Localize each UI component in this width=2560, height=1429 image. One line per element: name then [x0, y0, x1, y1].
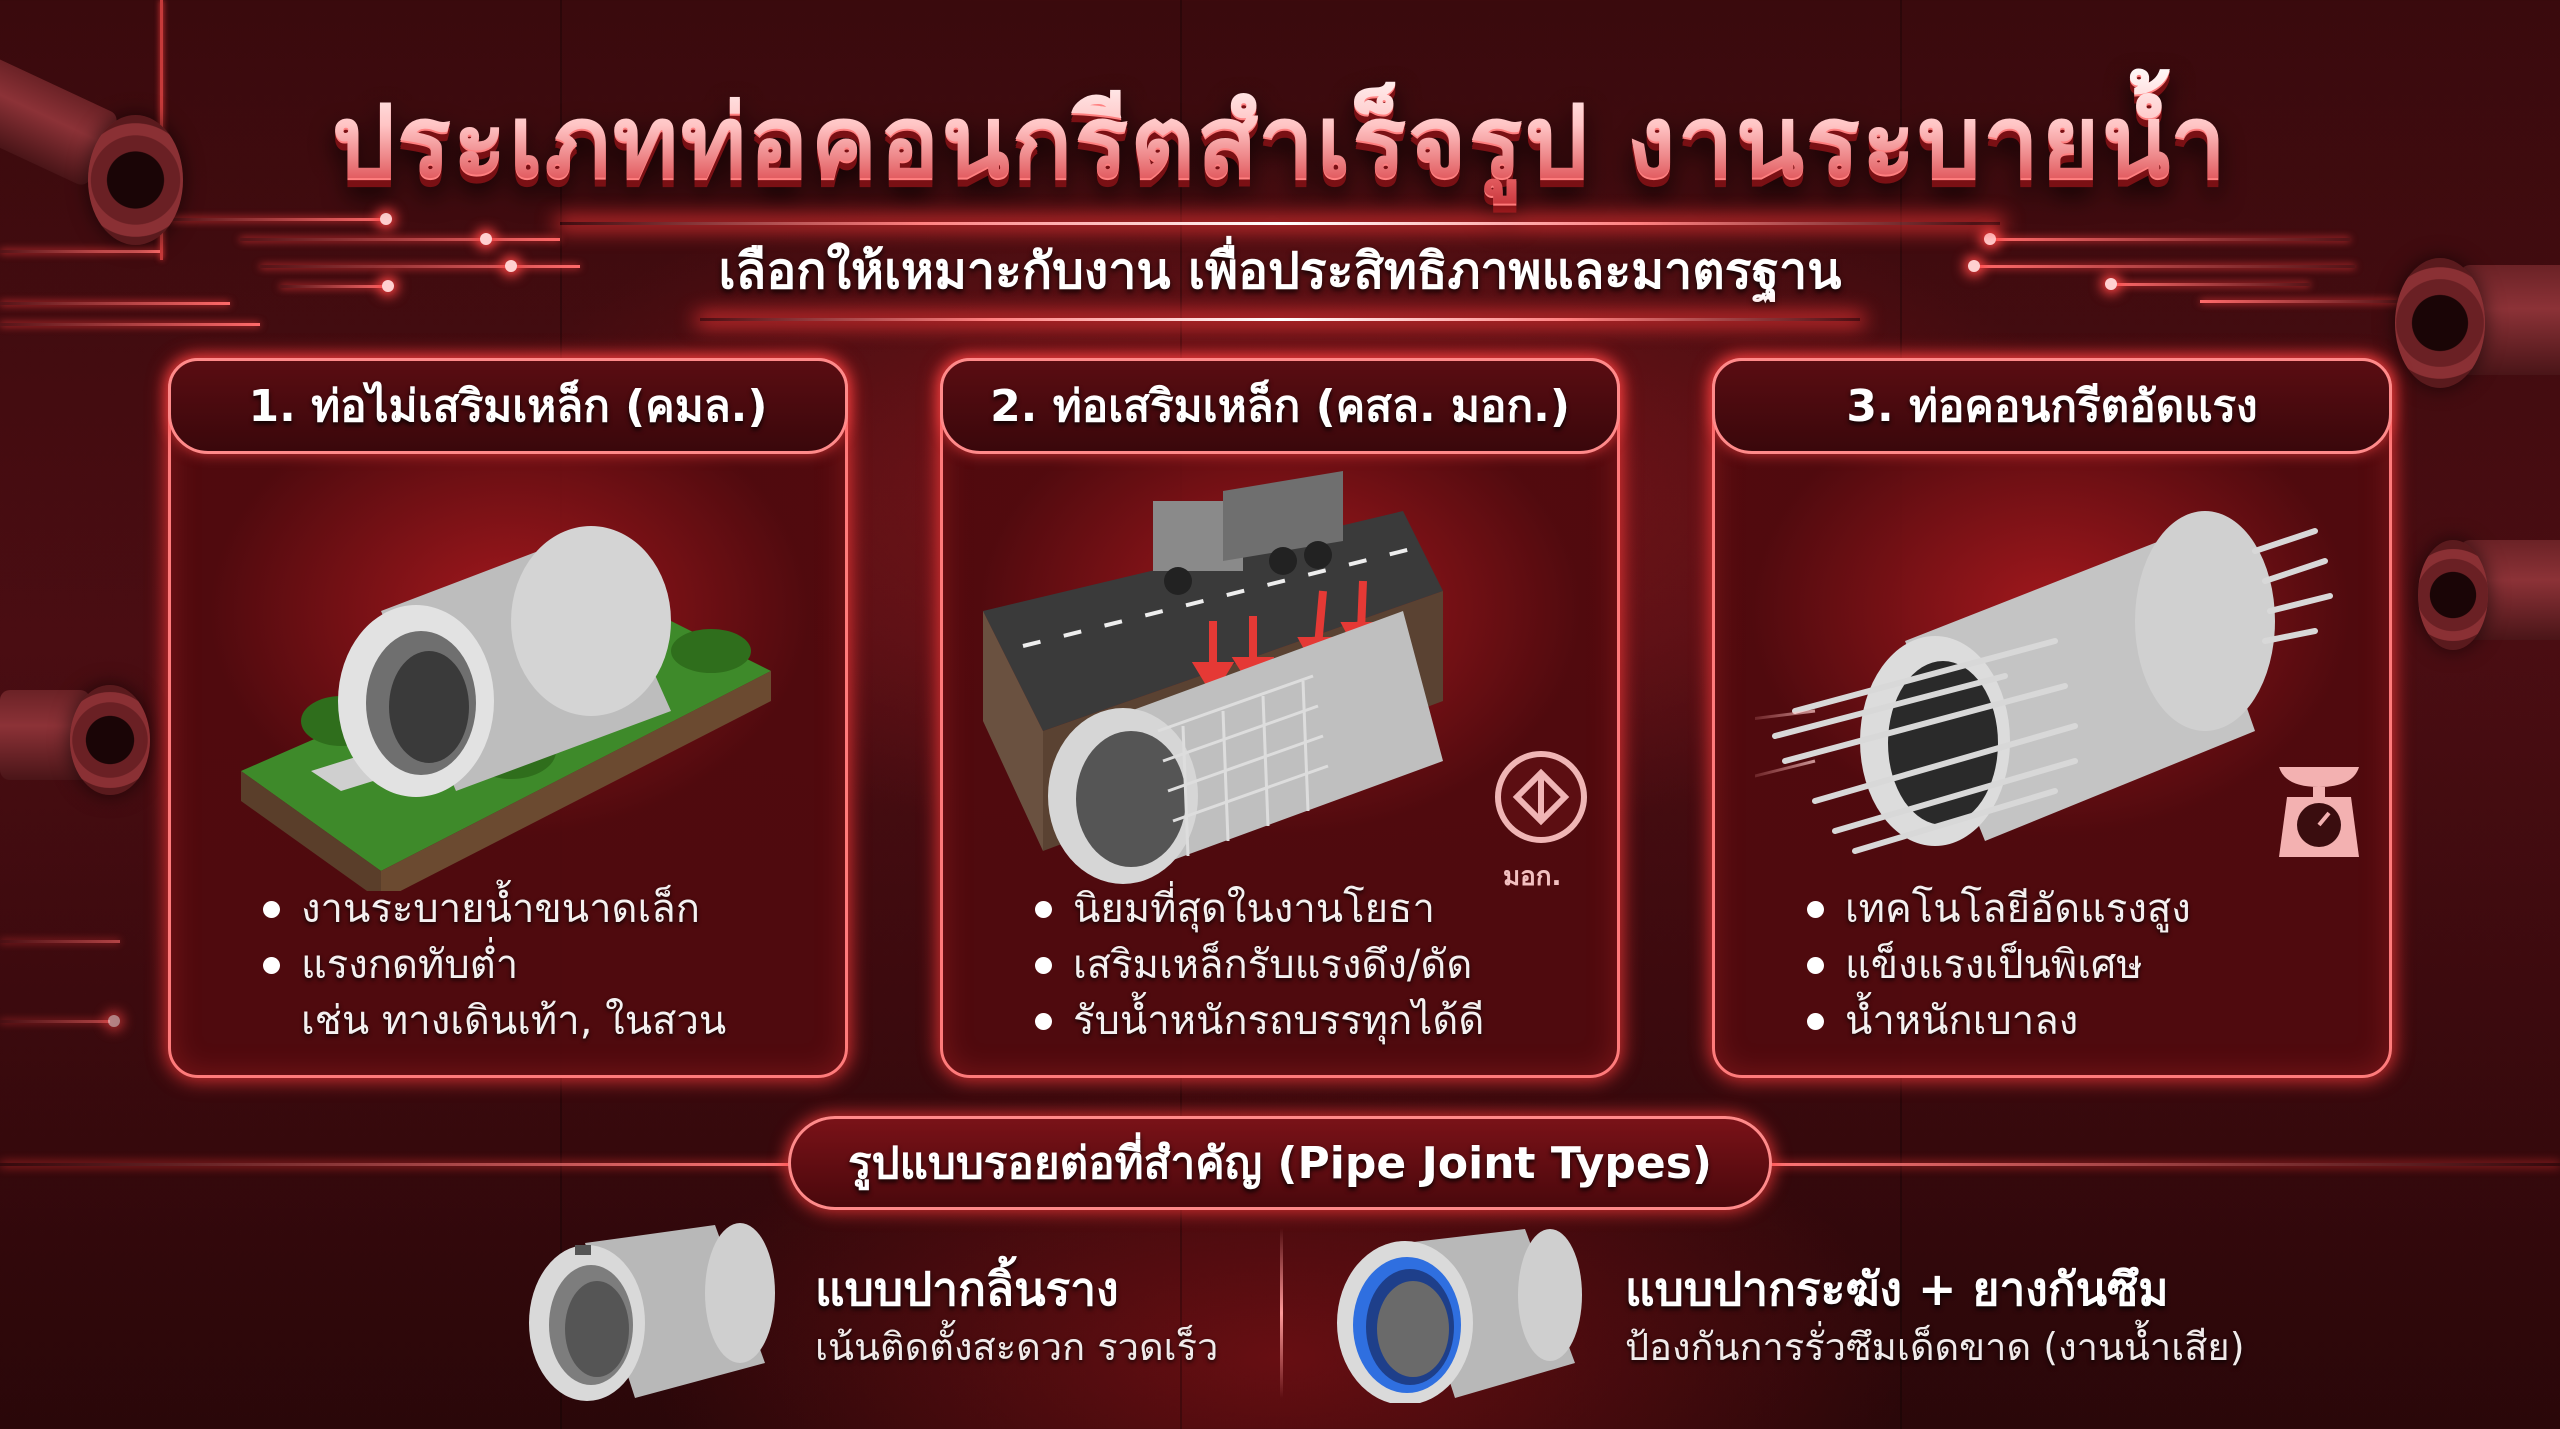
joint-item-bell-spigot: แบบปากระฆัง + ยางกันซึม ป้องกันการรั่วซึ… — [1325, 1225, 2245, 1405]
decor-pipe-end — [70, 685, 150, 795]
card-title: 3. ท่อคอนกรีตอัดแรง — [1846, 381, 2258, 432]
tongue-groove-pipe-icon — [515, 1223, 775, 1407]
card-header: 2. ท่อเสริมเหล็ก (คสล. มอก.) — [940, 358, 1620, 454]
card-bullet-list: งานระบายน้ำขนาดเล็ก แรงกดทับต่ำ เช่น ทาง… — [263, 881, 726, 1049]
bullet-item: นิยมที่สุดในงานโยธา — [1035, 881, 1484, 937]
bullet-item: แข็งแรงเป็นพิเศษ — [1807, 937, 2191, 993]
section-glow-line — [1770, 1163, 2560, 1166]
joint-name: แบบปากลิ้นราง — [815, 1262, 1119, 1316]
decor-pipe-end — [88, 115, 183, 245]
circuit-trace — [0, 1020, 110, 1023]
bullet-item: งานระบายน้ำขนาดเล็ก — [263, 881, 726, 937]
card-title: 2. ท่อเสริมเหล็ก (คสล. มอก.) — [990, 381, 1570, 432]
joint-description: เน้นติดตั้งสะดวก รวดเร็ว — [815, 1325, 1219, 1369]
card-bullet-list: เทคโนโลยีอัดแรงสูง แข็งแรงเป็นพิเศษ น้ำห… — [1807, 881, 2191, 1049]
joint-divider — [1280, 1228, 1283, 1398]
bullet-item: แรงกดทับต่ำ — [263, 937, 726, 993]
circuit-node — [1984, 233, 1996, 245]
card-bullet-list: นิยมที่สุดในงานโยธา เสริมเหล็กรับแรงดึง/… — [1035, 881, 1484, 1049]
bullet-item: เสริมเหล็กรับแรงดึง/ดัด — [1035, 937, 1484, 993]
circuit-trace — [2200, 300, 2400, 303]
card-header: 1. ท่อไม่เสริมเหล็ก (คมล.) — [168, 358, 848, 454]
joint-name: แบบปากระฆัง + ยางกันซึม — [1625, 1262, 2169, 1316]
bullet-dot-icon — [1807, 901, 1824, 918]
circuit-trace — [2110, 283, 2310, 286]
section-glow-line — [0, 1163, 790, 1166]
card-header: 3. ท่อคอนกรีตอัดแรง — [1712, 358, 2392, 454]
card-reinforced-pipe: 2. ท่อเสริมเหล็ก (คสล. มอก.) — [940, 358, 1620, 1078]
card-title: 1. ท่อไม่เสริมเหล็ก (คมล.) — [248, 381, 768, 432]
joint-section-title: รูปแบบรอยต่อที่สำคัญ (Pipe Joint Types) — [848, 1138, 1712, 1189]
circuit-trace — [0, 323, 260, 326]
page-title: ประเภทท่อคอนกรีตสำเร็จรูป งานระบายน้ำ — [0, 62, 2560, 221]
weight-scale-icon — [2273, 761, 2365, 861]
circuit-trace — [260, 265, 580, 268]
circuit-node — [2105, 278, 2117, 290]
circuit-trace — [1975, 265, 2355, 268]
title-glow-divider — [560, 222, 2000, 225]
subtitle-glow-divider — [700, 318, 1860, 321]
circuit-trace — [240, 238, 560, 241]
bullet-dot-icon — [263, 901, 280, 918]
bullet-item: เทคโนโลยีอัดแรงสูง — [1807, 881, 2191, 937]
circuit-trace — [280, 285, 390, 288]
bullet-dot-icon — [1807, 1013, 1824, 1030]
bullet-dot-icon — [263, 957, 280, 974]
circuit-trace — [170, 218, 385, 221]
circuit-node — [380, 213, 392, 225]
circuit-node — [505, 260, 517, 272]
circuit-trace — [0, 940, 120, 943]
joint-text: แบบปากระฆัง + ยางกันซึม ป้องกันการรั่วซึ… — [1625, 1257, 2245, 1373]
tisi-badge-label: มอก. — [1503, 862, 1562, 892]
card-non-reinforced-pipe: 1. ท่อไม่เสริมเหล็ก (คมล.) งานระบายน้ำขน… — [168, 358, 848, 1078]
prestressed-pipe-illustration — [1734, 471, 2359, 891]
circuit-node — [480, 233, 492, 245]
circuit-node — [1968, 260, 1980, 272]
bullet-dot-icon — [1807, 957, 1824, 974]
joint-types-header: รูปแบบรอยต่อที่สำคัญ (Pipe Joint Types) — [788, 1116, 1772, 1210]
joint-item-tongue-groove: แบบปากลิ้นราง เน้นติดตั้งสะดวก รวดเร็ว — [515, 1223, 1218, 1407]
bullet-item: น้ำหนักเบาลง — [1807, 993, 2191, 1049]
card-prestressed-pipe: 3. ท่อคอนกรีตอัดแรง — [1712, 358, 2392, 1078]
pipe-on-garden-lawn-illustration — [211, 471, 805, 901]
joint-description: ป้องกันการรั่วซึมเด็ดขาด (งานน้ำเสีย) — [1625, 1325, 2245, 1369]
bullet-dot-icon — [1035, 901, 1052, 918]
reinforced-pipe-under-road-illustration: มอก. — [983, 471, 1587, 892]
bullet-item: รับน้ำหนักรถบรรทุกได้ดี — [1035, 993, 1484, 1049]
circuit-trace — [0, 250, 160, 253]
circuit-node — [108, 1015, 120, 1027]
bullet-continuation: เช่น ทางเดินเท้า, ในสวน — [301, 998, 727, 1044]
bullet-dot-icon — [1035, 957, 1052, 974]
circuit-node — [382, 280, 394, 292]
page-subtitle: เลือกให้เหมาะกับงาน เพื่อประสิทธิภาพและม… — [718, 242, 1842, 300]
joint-text: แบบปากลิ้นราง เน้นติดตั้งสะดวก รวดเร็ว — [815, 1257, 1218, 1373]
circuit-trace — [0, 302, 230, 305]
circuit-trace — [1990, 238, 2350, 241]
decor-pipe-end — [2395, 258, 2485, 388]
bullet-dot-icon — [1035, 1013, 1052, 1030]
tisi-standard-icon — [1495, 751, 1587, 843]
bell-spigot-rubber-ring-pipe-icon — [1325, 1223, 1585, 1407]
decor-pipe-end — [2418, 540, 2488, 650]
